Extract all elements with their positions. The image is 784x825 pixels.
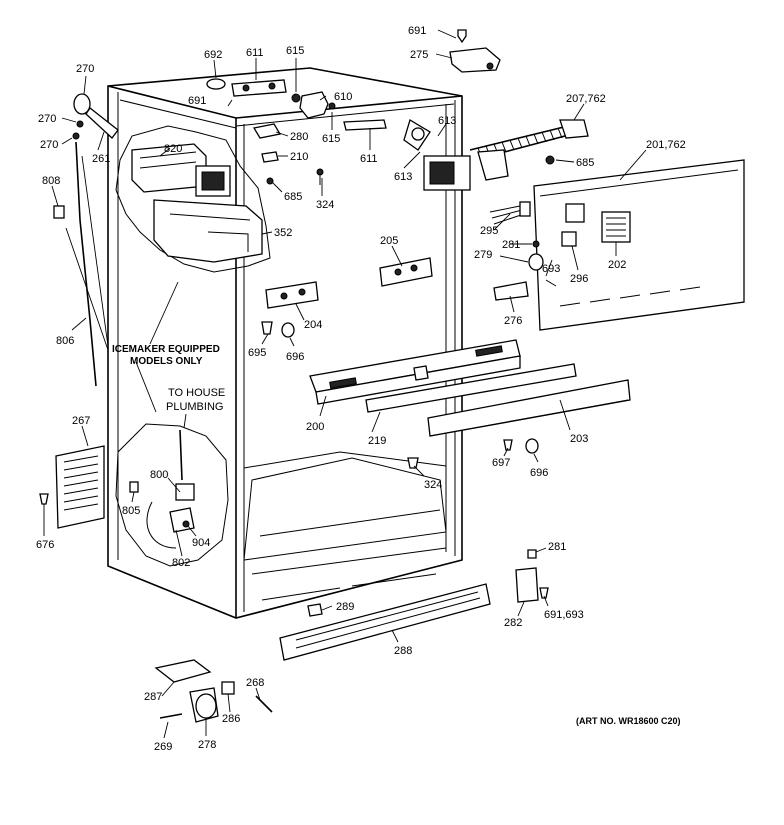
label-696-top: 696 bbox=[286, 351, 304, 363]
label-685-left: 685 bbox=[284, 191, 302, 203]
icemaker-unit bbox=[131, 143, 231, 197]
label-276: 276 bbox=[504, 315, 522, 327]
label-219: 219 bbox=[368, 435, 386, 447]
label-806: 806 bbox=[56, 335, 74, 347]
label-820: 820 bbox=[164, 143, 182, 155]
rails bbox=[309, 339, 631, 469]
label-268: 268 bbox=[246, 677, 264, 689]
label-279: 279 bbox=[474, 249, 492, 261]
label-286: 286 bbox=[222, 713, 240, 725]
water-tube-assembly bbox=[53, 93, 119, 387]
label-261: 261 bbox=[92, 153, 110, 165]
grille bbox=[279, 549, 549, 661]
label-296: 296 bbox=[570, 273, 588, 285]
roller-parts bbox=[154, 659, 273, 723]
note-icemaker-line2: MODELS ONLY bbox=[130, 356, 203, 367]
label-800: 800 bbox=[150, 469, 168, 481]
label-695: 695 bbox=[248, 347, 266, 359]
label-693: 693 bbox=[542, 263, 560, 275]
label-295: 295 bbox=[480, 225, 498, 237]
top-parts bbox=[206, 29, 589, 191]
label-267: 267 bbox=[72, 415, 90, 427]
label-270-low: 270 bbox=[40, 139, 58, 151]
plumbing-area bbox=[115, 423, 229, 567]
label-287: 287 bbox=[144, 691, 162, 703]
label-802: 802 bbox=[172, 557, 190, 569]
icemaker-area bbox=[115, 125, 271, 273]
label-210: 210 bbox=[290, 151, 308, 163]
label-676: 676 bbox=[36, 539, 54, 551]
label-691-top: 691 bbox=[408, 25, 426, 37]
label-696-low: 696 bbox=[530, 467, 548, 479]
label-904: 904 bbox=[192, 537, 210, 549]
part-labels: 691 275 692 611 615 270 691 610 207,762 … bbox=[36, 25, 686, 753]
label-692: 692 bbox=[204, 49, 222, 61]
label-611-top: 611 bbox=[246, 47, 264, 59]
bracket-611 bbox=[231, 79, 287, 97]
ice-bucket bbox=[153, 199, 263, 263]
label-270-mid: 270 bbox=[38, 113, 56, 125]
label-275: 275 bbox=[410, 49, 428, 61]
evaporator-cover bbox=[489, 159, 745, 331]
access-cover bbox=[39, 445, 105, 529]
label-207-762: 207,762 bbox=[566, 93, 606, 105]
label-281-top: 281 bbox=[502, 239, 520, 251]
label-282: 282 bbox=[504, 617, 522, 629]
note-plumbing-line1: TO HOUSE bbox=[168, 387, 225, 399]
label-278: 278 bbox=[198, 739, 216, 751]
label-200: 200 bbox=[306, 421, 324, 433]
label-613-low: 613 bbox=[394, 171, 412, 183]
label-808: 808 bbox=[42, 175, 60, 187]
label-203: 203 bbox=[570, 433, 588, 445]
note-icemaker-line1: ICEMAKER EQUIPPED bbox=[112, 344, 220, 355]
label-352: 352 bbox=[274, 227, 292, 239]
label-691-mid: 691 bbox=[188, 95, 206, 107]
leader-lines bbox=[43, 29, 647, 739]
label-270-top: 270 bbox=[76, 63, 94, 75]
label-691-693: 691,693 bbox=[544, 609, 584, 621]
label-201-762: 201,762 bbox=[646, 139, 686, 151]
label-611-low: 611 bbox=[360, 153, 378, 165]
label-610: 610 bbox=[334, 91, 352, 103]
label-288: 288 bbox=[394, 645, 412, 657]
label-613-top: 613 bbox=[438, 115, 456, 127]
label-289: 289 bbox=[336, 601, 354, 613]
label-615-low: 615 bbox=[322, 133, 340, 145]
label-805: 805 bbox=[122, 505, 140, 517]
note-plumbing-line2: PLUMBING bbox=[166, 401, 223, 413]
label-697: 697 bbox=[492, 457, 510, 469]
label-202: 202 bbox=[608, 259, 626, 271]
label-324-top: 324 bbox=[316, 199, 334, 211]
label-205: 205 bbox=[380, 235, 398, 247]
art-number: (ART NO. WR18600 C20) bbox=[576, 716, 681, 726]
screw-691 bbox=[457, 29, 467, 44]
label-280: 280 bbox=[290, 131, 308, 143]
motor-610 bbox=[299, 91, 329, 119]
label-204: 204 bbox=[304, 319, 322, 331]
label-685-right: 685 bbox=[576, 157, 594, 169]
label-324-low: 324 bbox=[424, 479, 442, 491]
brackets bbox=[261, 257, 433, 338]
notes: ICEMAKER EQUIPPED MODELS ONLY TO HOUSE P… bbox=[112, 344, 681, 726]
label-269: 269 bbox=[154, 741, 172, 753]
label-615-top: 615 bbox=[286, 45, 304, 57]
label-281-low: 281 bbox=[548, 541, 566, 553]
